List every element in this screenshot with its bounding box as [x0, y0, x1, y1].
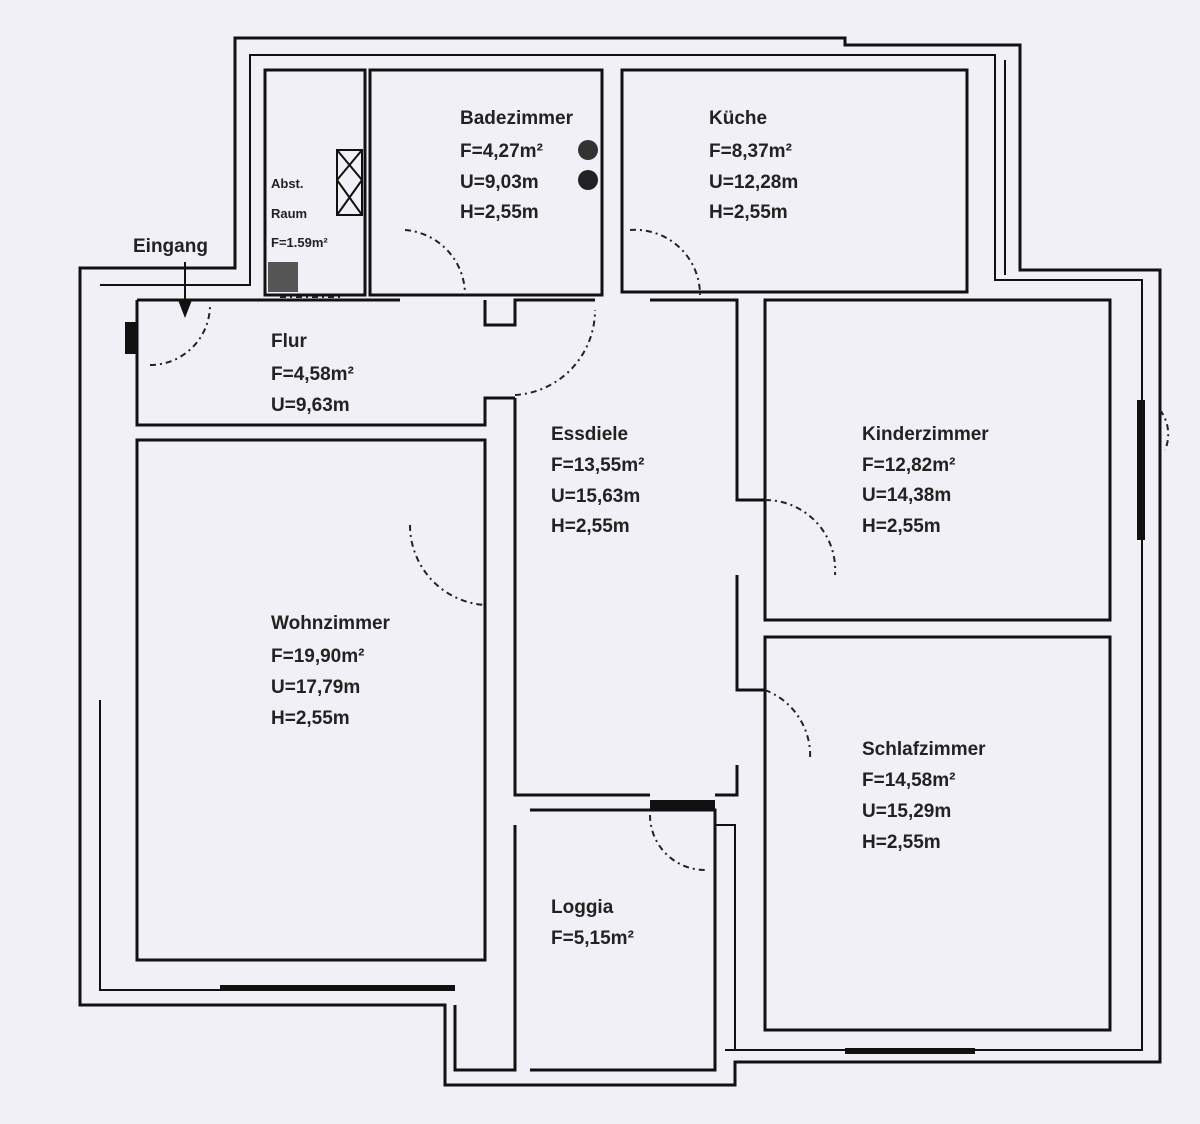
- doors[interactable]: [149, 228, 1170, 871]
- svg-text:H=2,55m: H=2,55m: [551, 516, 630, 537]
- svg-text:Abst.: Abst.: [271, 176, 304, 191]
- bedroom-label: Schlafzimmer F=14,58m² U=15,29m H=2,55m: [862, 739, 986, 853]
- svg-text:Wohnzimmer: Wohnzimmer: [271, 613, 391, 634]
- svg-text:U=15,29m: U=15,29m: [862, 801, 951, 822]
- outer-walls: [78, 36, 1162, 1087]
- svg-text:H=2,55m: H=2,55m: [460, 202, 539, 223]
- living-room-label: Wohnzimmer F=19,90m² U=17,79m H=2,55m: [271, 613, 391, 729]
- svg-text:U=17,79m: U=17,79m: [271, 677, 360, 698]
- svg-text:F=4,27m²: F=4,27m²: [460, 141, 543, 162]
- svg-text:H=2,55m: H=2,55m: [862, 516, 941, 537]
- svg-text:U=14,38m: U=14,38m: [862, 485, 951, 506]
- kitchen-label: Küche F=8,37m² U=12,28m H=2,55m: [709, 108, 798, 223]
- svg-text:H=2,55m: H=2,55m: [862, 832, 941, 853]
- room-walls: [125, 68, 1145, 1072]
- stairs-icon: [336, 149, 363, 216]
- svg-text:F=1.59m²: F=1.59m²: [271, 235, 328, 250]
- entrance-arrow-head-icon: [178, 300, 192, 318]
- window: [1137, 400, 1145, 540]
- hall-label: Flur F=4,58m² U=9,63m: [271, 331, 354, 416]
- svg-text:Küche: Küche: [709, 108, 767, 129]
- svg-text:Schlafzimmer: Schlafzimmer: [862, 739, 986, 760]
- svg-text:U=9,03m: U=9,03m: [460, 172, 539, 193]
- svg-text:F=4,58m²: F=4,58m²: [271, 364, 354, 385]
- svg-text:F=5,15m²: F=5,15m²: [551, 928, 634, 949]
- svg-text:F=8,37m²: F=8,37m²: [709, 141, 792, 162]
- storage-label: Abst. Raum F=1.59m²: [271, 176, 328, 250]
- shaft: [268, 262, 298, 292]
- fixture-icon: [578, 170, 598, 190]
- window: [845, 1048, 975, 1054]
- svg-text:U=9,63m: U=9,63m: [271, 395, 350, 416]
- svg-text:Raum: Raum: [271, 206, 307, 221]
- svg-text:F=19,90m²: F=19,90m²: [271, 646, 364, 667]
- svg-text:Essdiele: Essdiele: [551, 424, 628, 445]
- dining-label: Essdiele F=13,55m² U=15,63m H=2,55m: [551, 424, 644, 537]
- bath-label: Badezimmer F=4,27m² U=9,03m H=2,55m: [460, 108, 574, 223]
- svg-text:F=14,58m²: F=14,58m²: [862, 770, 955, 791]
- svg-text:H=2,55m: H=2,55m: [709, 202, 788, 223]
- window: [650, 800, 715, 810]
- svg-text:H=2,55m: H=2,55m: [271, 708, 350, 729]
- children-room-label: Kinderzimmer F=12,82m² U=14,38m H=2,55m: [862, 424, 989, 537]
- svg-text:Kinderzimmer: Kinderzimmer: [862, 424, 989, 445]
- loggia-label: Loggia F=5,15m²: [551, 897, 634, 949]
- svg-text:U=12,28m: U=12,28m: [709, 172, 798, 193]
- entrance-door-frame: [125, 322, 137, 354]
- svg-text:Badezimmer: Badezimmer: [460, 108, 574, 129]
- svg-text:F=13,55m²: F=13,55m²: [551, 455, 644, 476]
- entrance-label: Eingang: [133, 236, 208, 257]
- svg-text:Loggia: Loggia: [551, 897, 614, 918]
- svg-text:F=12,82m²: F=12,82m²: [862, 455, 955, 476]
- fixture-icon: [578, 140, 598, 160]
- svg-text:U=15,63m: U=15,63m: [551, 486, 640, 507]
- window: [220, 985, 455, 991]
- svg-text:Flur: Flur: [271, 331, 307, 352]
